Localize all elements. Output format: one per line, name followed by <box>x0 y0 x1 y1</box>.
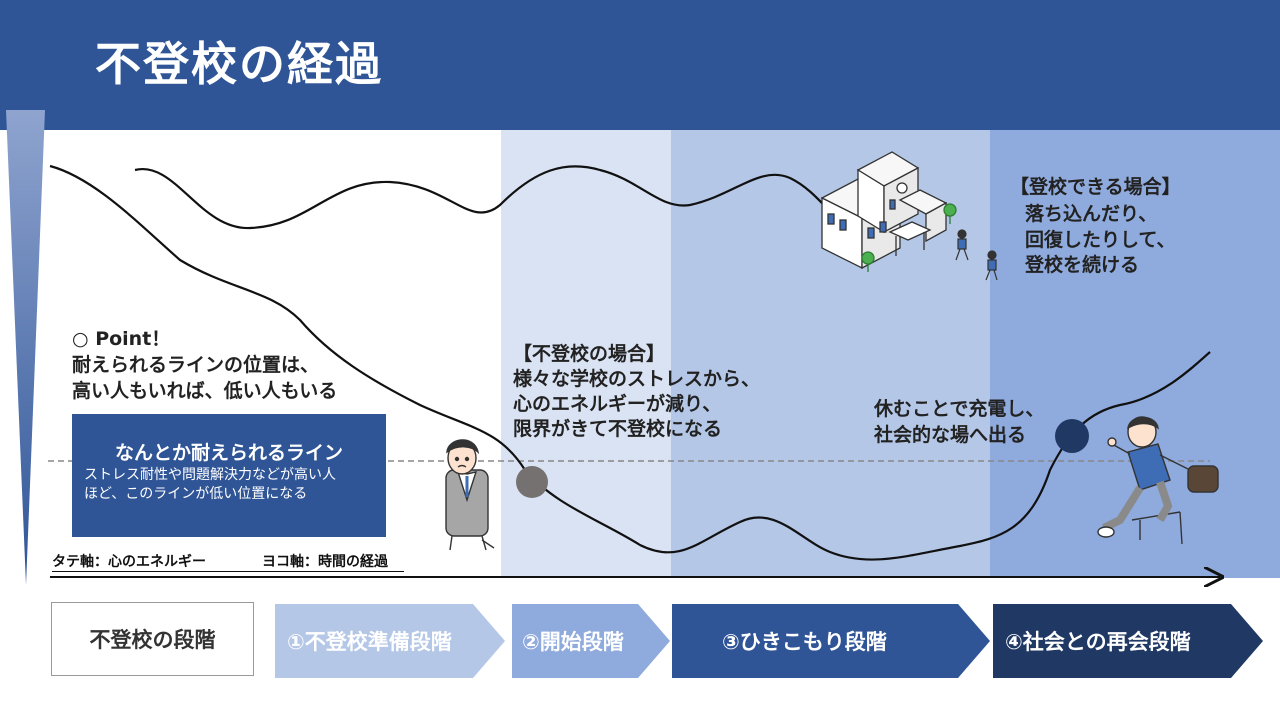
tolerance-box-desc: ほど、このラインが低い位置になる <box>84 486 308 502</box>
can-attend-heading: 【登校できる場合】 <box>1010 176 1181 198</box>
point-line: 耐えられるラインの位置は、 <box>72 354 320 376</box>
can-attend-line: 回復したりして、 <box>1025 229 1176 251</box>
vertical-axis-caption: タテ軸：心のエネルギー <box>52 553 238 572</box>
limit-reached-dot <box>516 466 548 498</box>
stage-start-label: ②開始段階 <box>522 630 624 654</box>
jumping-boy-icon <box>1097 416 1219 545</box>
stage-start: ②開始段階 <box>512 604 670 678</box>
point-title: ○ Point！ <box>72 328 171 350</box>
stage-preparation-label: ①不登校準備段階 <box>287 630 452 654</box>
recharge-line: 社会的な場へ出る <box>874 424 1027 446</box>
page-title: 不登校の経過 <box>95 37 383 91</box>
point-line: 高い人もいれば、低い人もいる <box>72 380 338 402</box>
not-attend-line: 限界がきて不登校になる <box>513 418 723 440</box>
stage-reunion-label: ④社会との再会段階 <box>1005 630 1191 654</box>
attending-curve <box>134 165 851 231</box>
stage-preparation: ①不登校準備段階 <box>275 604 505 678</box>
tolerance-box-desc: ストレス耐性や問題解決力などが高い人 <box>84 467 336 483</box>
stage-label: 不登校の段階 <box>51 602 254 676</box>
not-attend-heading: 【不登校の場合】 <box>513 343 666 365</box>
stage-hikikomori-label: ③ひきこもり段階 <box>722 630 887 654</box>
non-attending-curve <box>49 164 1211 561</box>
band-start-stage <box>501 130 671 578</box>
can-attend-line: 落ち込んだり、 <box>1025 203 1158 225</box>
walking-students-icon <box>955 229 998 281</box>
tolerance-box: なんとか耐えられるライン ストレス耐性や問題解決力などが高い人 ほど、このライン… <box>72 414 386 537</box>
horizontal-axis-caption: ヨコ軸：時間の経過 <box>238 553 404 572</box>
stage-hikikomori: ③ひきこもり段階 <box>672 604 990 678</box>
restart-dot <box>1055 419 1089 453</box>
school-building-icon <box>820 151 957 272</box>
can-attend-line: 登校を続ける <box>1025 254 1140 276</box>
not-attend-line: 様々な学校のストレスから、 <box>513 368 761 390</box>
worried-boy-icon <box>445 439 495 551</box>
tolerance-box-title: なんとか耐えられるライン <box>114 442 343 464</box>
vertical-energy-axis <box>6 110 45 585</box>
recharge-line: 休むことで充電し、 <box>874 398 1045 420</box>
stage-reunion: ④社会との再会段階 <box>993 604 1263 678</box>
header-bar <box>0 0 1280 130</box>
not-attend-line: 心のエネルギーが減り、 <box>513 393 722 415</box>
